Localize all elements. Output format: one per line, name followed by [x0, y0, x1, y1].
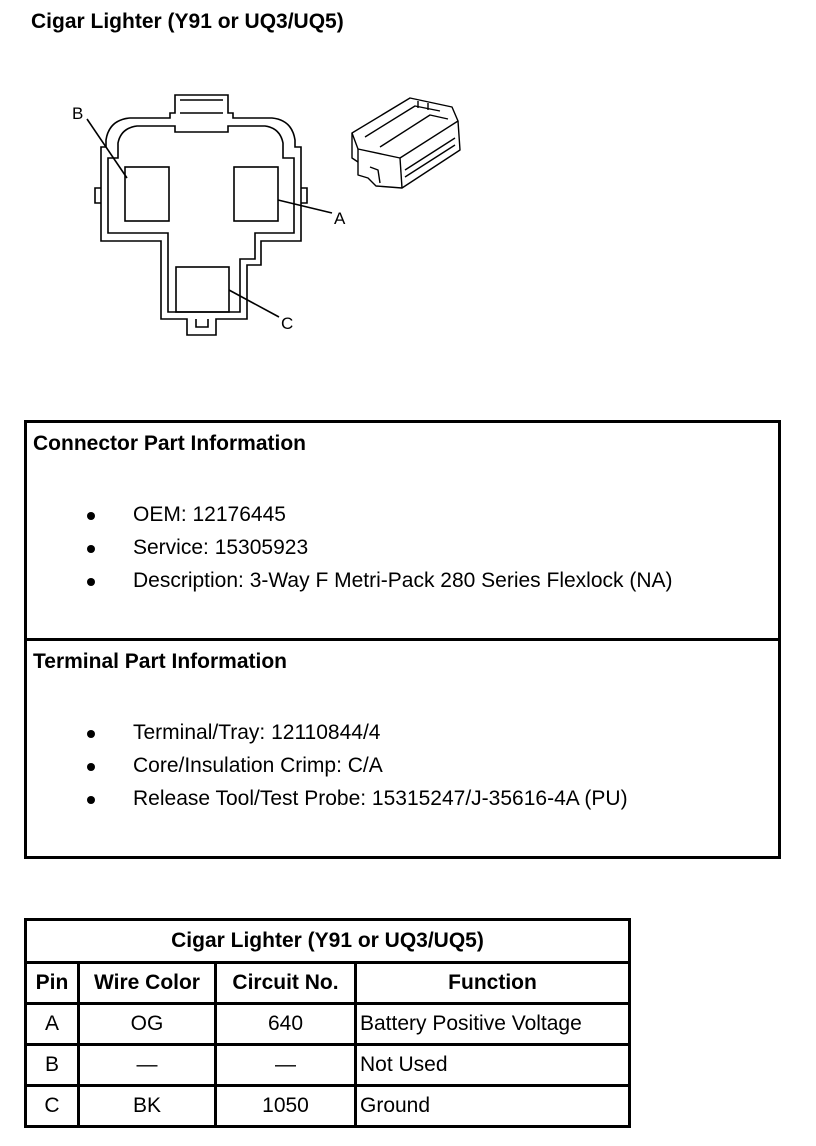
column-header-wire-color: Wire Color — [77, 961, 217, 1005]
wire-color-cell: — — [77, 1043, 217, 1087]
wire-color-cell: OG — [77, 1002, 217, 1046]
bullet-icon — [87, 512, 95, 520]
bullet-icon — [87, 763, 95, 771]
circuit-cell: 1050 — [214, 1084, 357, 1128]
cavity-c — [175, 266, 230, 313]
connector-outline — [100, 94, 302, 336]
table-row: B — — Not Used — [24, 1043, 631, 1087]
pinout-table: Cigar Lighter (Y91 or UQ3/UQ5) Pin Wire … — [24, 918, 631, 1128]
column-header-pin: Pin — [24, 961, 80, 1005]
circuit-cell: 640 — [214, 1002, 357, 1046]
part-information-box: Connector Part Information OEM: 12176445… — [24, 420, 781, 859]
function-cell: Ground — [354, 1084, 631, 1128]
cavity-label-c: C — [281, 314, 293, 333]
connector-info-heading: Connector Part Information — [33, 432, 307, 455]
pin-cell: B — [24, 1043, 80, 1087]
circuit-cell: — — [214, 1043, 357, 1087]
function-cell: Not Used — [354, 1043, 631, 1087]
bullet-icon — [87, 730, 95, 738]
connector-face-diagram: B A C — [72, 94, 461, 336]
bullet-icon — [87, 796, 95, 804]
table-row: A OG 640 Battery Positive Voltage — [24, 1002, 631, 1046]
table-row: C BK 1050 Ground — [24, 1084, 631, 1128]
pinout-table-caption: Cigar Lighter (Y91 or UQ3/UQ5) — [24, 918, 631, 964]
terminal-info-heading: Terminal Part Information — [33, 650, 287, 673]
column-header-circuit-no: Circuit No. — [214, 961, 357, 1005]
cavity-label-b: B — [72, 104, 83, 123]
column-header-function: Function — [354, 961, 631, 1005]
wire-color-cell: BK — [77, 1084, 217, 1128]
pin-cell: C — [24, 1084, 80, 1128]
bullet-icon — [87, 545, 95, 553]
cavity-label-a: A — [334, 209, 346, 228]
terminal-part-information: Terminal Part Information Terminal/Tray:… — [33, 650, 628, 810]
cavity-a — [233, 166, 279, 222]
function-cell: Battery Positive Voltage — [354, 1002, 631, 1046]
connector-inner-outline — [107, 125, 295, 313]
cavity-b — [124, 166, 170, 222]
table-header-row: Pin Wire Color Circuit No. Function — [24, 961, 631, 1005]
bullet-icon — [87, 578, 95, 586]
pin-cell: A — [24, 1002, 80, 1046]
connector-isometric-view — [351, 97, 461, 189]
connector-part-information: Connector Part Information OEM: 12176445… — [27, 423, 778, 641]
page-title: Cigar Lighter (Y91 or UQ3/UQ5) — [31, 10, 344, 33]
